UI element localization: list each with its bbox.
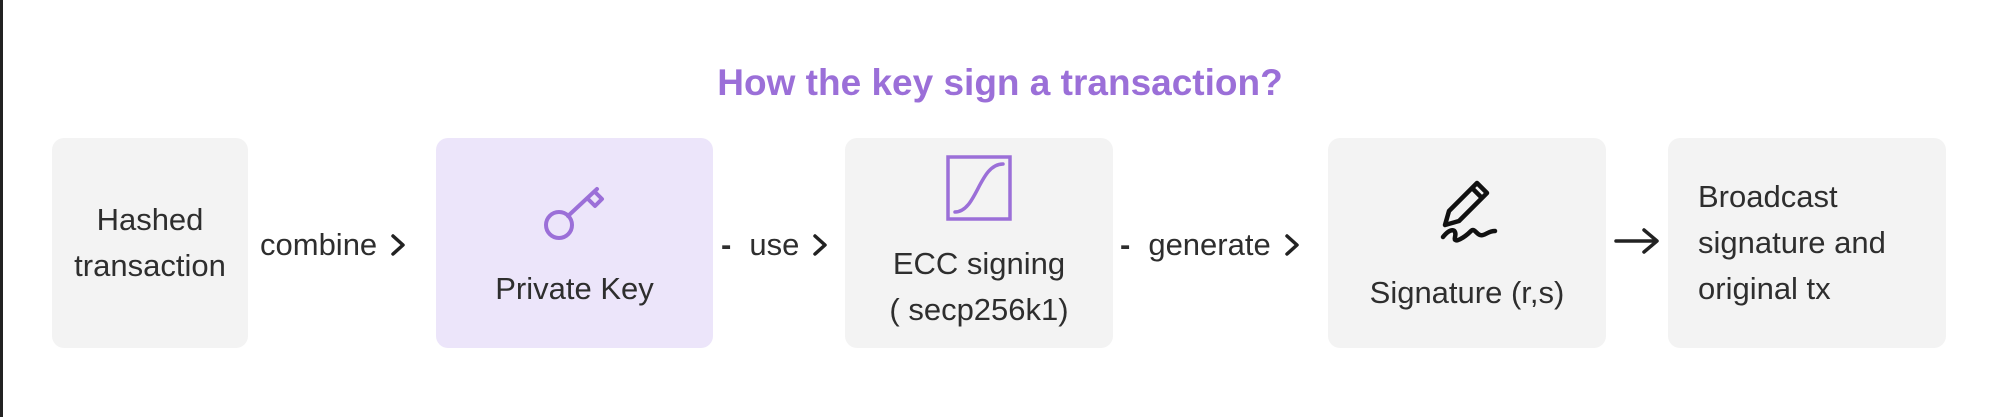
chevron-right-icon (1283, 232, 1301, 258)
node-broadcast: Broadcast signature and original tx (1668, 138, 1946, 348)
arrow-right-icon (1612, 226, 1662, 264)
node-signature-label: Signature (r,s) (1369, 274, 1565, 310)
node-broadcast-line-2: signature and (1698, 225, 1886, 260)
node-ecc-label: ECC signing ( secp256k1) (889, 241, 1068, 333)
edge-combine-label: combine (260, 227, 378, 262)
node-broadcast-line-1: Broadcast (1698, 179, 1838, 214)
node-ecc-line-1: ECC signing (892, 245, 1066, 281)
edge-generate-dash: - (1120, 227, 1131, 262)
diagram-title: How the key sign a transaction? (717, 62, 1283, 103)
node-broadcast-line-3: original tx (1698, 271, 1831, 306)
edge-use-label: use (749, 227, 800, 262)
node-private-key-label: Private Key (495, 270, 654, 306)
node-private-key: Private Key (436, 138, 713, 348)
chevron-right-icon (389, 232, 407, 258)
node-hashed-line-1: Hashed (96, 202, 204, 237)
node-hashed-line-2: transaction (74, 248, 226, 283)
node-hashed-transaction: Hashed transaction (52, 138, 248, 348)
left-border (0, 0, 3, 417)
node-broadcast-label: Broadcast signature and original tx (1698, 174, 1886, 312)
s-curve-icon (945, 154, 1013, 227)
node-hashed-label: Hashed transaction (74, 197, 226, 289)
node-ecc-signing: ECC signing ( secp256k1) (845, 138, 1113, 348)
edge-generate: - generate (1120, 225, 1301, 265)
node-ecc-line-2: ( secp256k1) (889, 291, 1069, 327)
chevron-right-icon (811, 232, 829, 258)
edge-generate-label: generate (1148, 227, 1271, 262)
edge-combine: combine (260, 225, 407, 265)
edge-use: - use (721, 225, 829, 265)
node-signature: Signature (r,s) (1328, 138, 1606, 348)
edge-broadcast (1612, 225, 1662, 265)
pen-signature-icon (1427, 171, 1507, 256)
edge-use-dash: - (721, 227, 732, 262)
key-icon (539, 175, 611, 252)
